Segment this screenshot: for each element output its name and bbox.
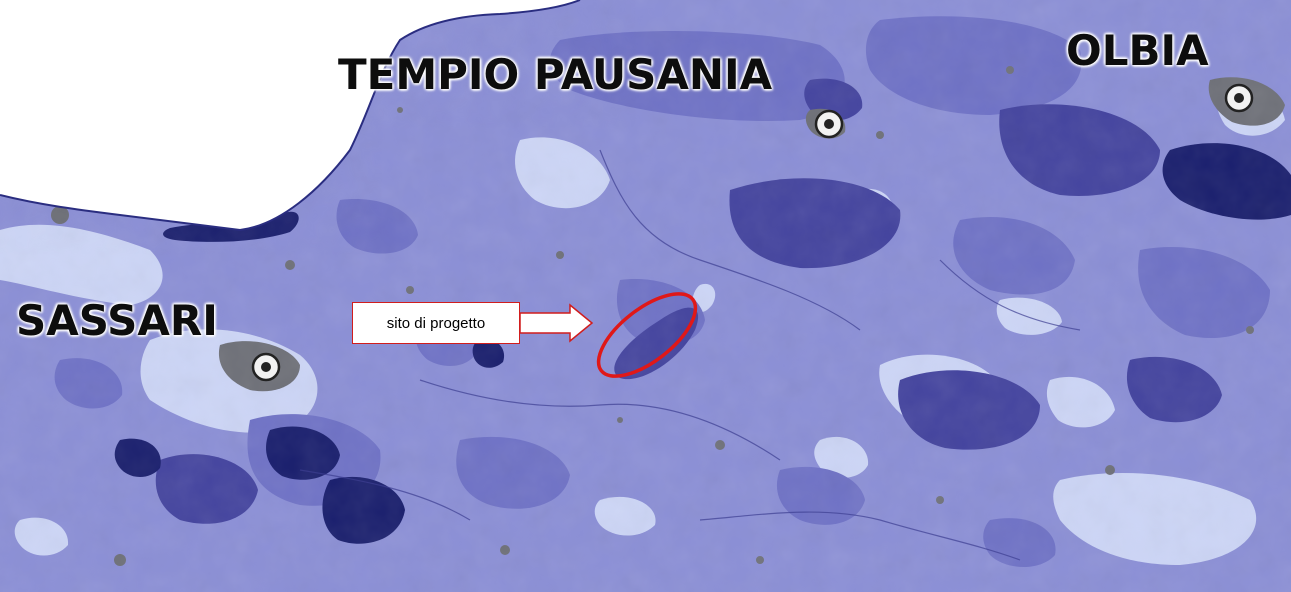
arrow-right-icon — [519, 303, 594, 343]
hydrography-lines — [299, 149, 1081, 561]
project-site-callout: sito di progetto — [352, 302, 520, 344]
coastline — [0, 0, 581, 232]
city-label-sassari: SASSARI — [16, 296, 218, 345]
callout-text: sito di progetto — [386, 314, 486, 332]
city-marker-icon — [1224, 83, 1254, 113]
city-label-tempio-pausania: TEMPIO PAUSANIA — [338, 50, 773, 99]
project-site-highlight — [596, 292, 698, 378]
city-marker-icon — [251, 352, 281, 382]
city-marker-icon — [814, 109, 844, 139]
city-label-olbia: OLBIA — [1066, 26, 1209, 75]
